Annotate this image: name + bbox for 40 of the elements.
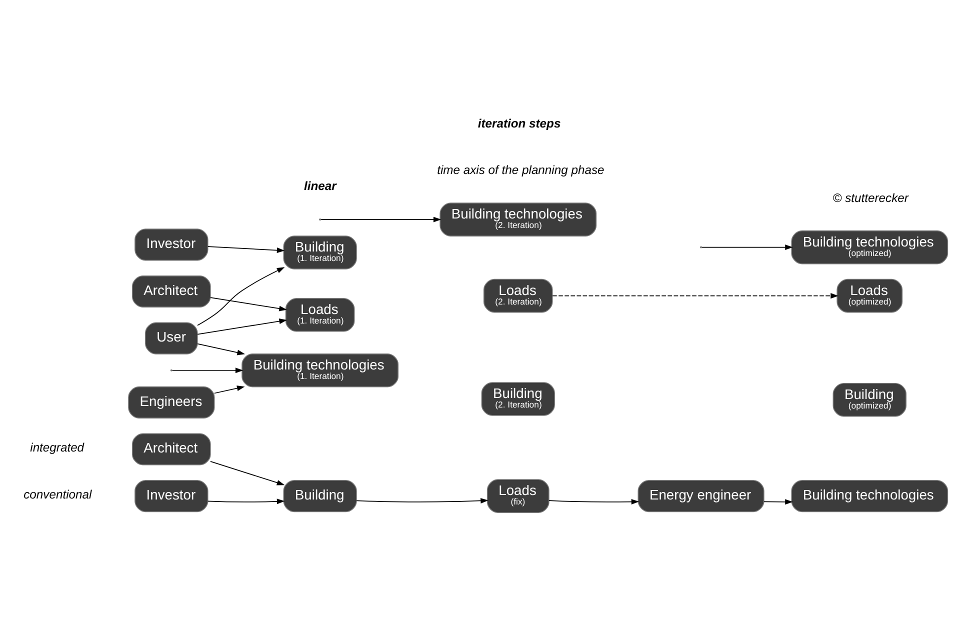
node-box: Loads (fix): [486, 479, 550, 513]
node-box: Energy engineer: [638, 480, 764, 512]
label: conventional: [24, 487, 92, 502]
node-box: Building technologies (optimized): [791, 230, 948, 264]
node-box: Loads (1. Iteration): [285, 298, 355, 332]
node-box: Engineers: [128, 386, 215, 418]
node-box: Building technologies: [791, 480, 948, 512]
arrow: [764, 499, 793, 505]
node-box: Building (1. Iteration): [283, 236, 357, 270]
label: iteration steps: [478, 116, 561, 130]
node-box: Building technologies (1. Iteration): [242, 353, 399, 388]
arrow: [197, 318, 288, 335]
arrow: [210, 297, 287, 312]
arrow: [214, 386, 245, 394]
arrow: [320, 216, 442, 222]
arrow: [172, 368, 244, 374]
label: linear: [304, 178, 336, 193]
node-box: Loads (optimized): [836, 278, 903, 313]
label: © stutterecker: [832, 190, 908, 205]
arrow: [552, 293, 838, 299]
arrow: [197, 267, 285, 326]
arrow: [548, 499, 640, 504]
arrow: [356, 498, 488, 504]
node-box: User: [144, 322, 198, 354]
node-box: Building (optimized): [832, 382, 906, 417]
node-box: Building technologies (2. Iteration): [440, 202, 597, 236]
arrow: [702, 244, 793, 250]
label: integrated: [30, 440, 84, 455]
node-box: Building (2. Iteration): [481, 382, 555, 416]
arrow: [210, 461, 285, 486]
arrow: [197, 343, 246, 356]
node-box: Architect: [132, 275, 211, 308]
arrow: [207, 498, 285, 504]
node-box: Investor: [134, 480, 208, 512]
node-box: Investor: [134, 228, 208, 261]
node-box: Architect: [132, 433, 211, 466]
node-box: Loads (2. Iteration): [483, 278, 553, 313]
arrow: [207, 246, 285, 253]
label: time axis of the planning phase: [437, 163, 604, 178]
node-box: Building: [283, 480, 357, 512]
